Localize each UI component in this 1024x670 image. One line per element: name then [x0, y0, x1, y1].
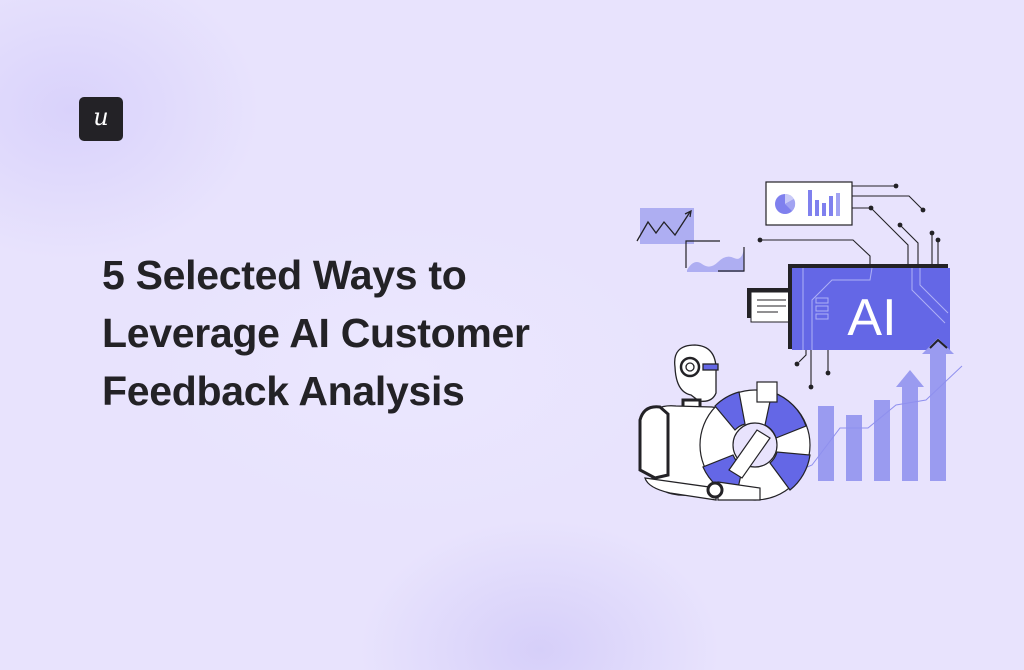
- growth-bar-chart: [818, 338, 954, 481]
- title-line: 5 Selected Ways to: [102, 252, 467, 298]
- logo-letter: u: [93, 103, 109, 131]
- chip-pins: [798, 350, 829, 386]
- circuit-nodes: [757, 183, 941, 243]
- dashboard-card-icon: [765, 181, 853, 226]
- background-glow: [150, 220, 670, 520]
- circuit-lines: [760, 185, 939, 264]
- line-chart-icon: [636, 208, 694, 244]
- ai-chip-icon: AI: [788, 264, 950, 350]
- background-glow: [360, 520, 720, 670]
- title-line: Feedback Analysis: [102, 368, 465, 414]
- lifebuoy-icon: [699, 381, 811, 501]
- area-chart-icon: [685, 240, 745, 272]
- title-line: Leverage AI Customer: [102, 310, 530, 356]
- background-glow: [0, 0, 260, 260]
- ai-robot-illustration: AI: [636, 181, 963, 501]
- page-title: 5 Selected Ways to Leverage AI Customer …: [102, 246, 622, 420]
- document-icon: [747, 288, 794, 323]
- chip-label: AI: [847, 289, 896, 347]
- brand-logo: u: [79, 97, 123, 141]
